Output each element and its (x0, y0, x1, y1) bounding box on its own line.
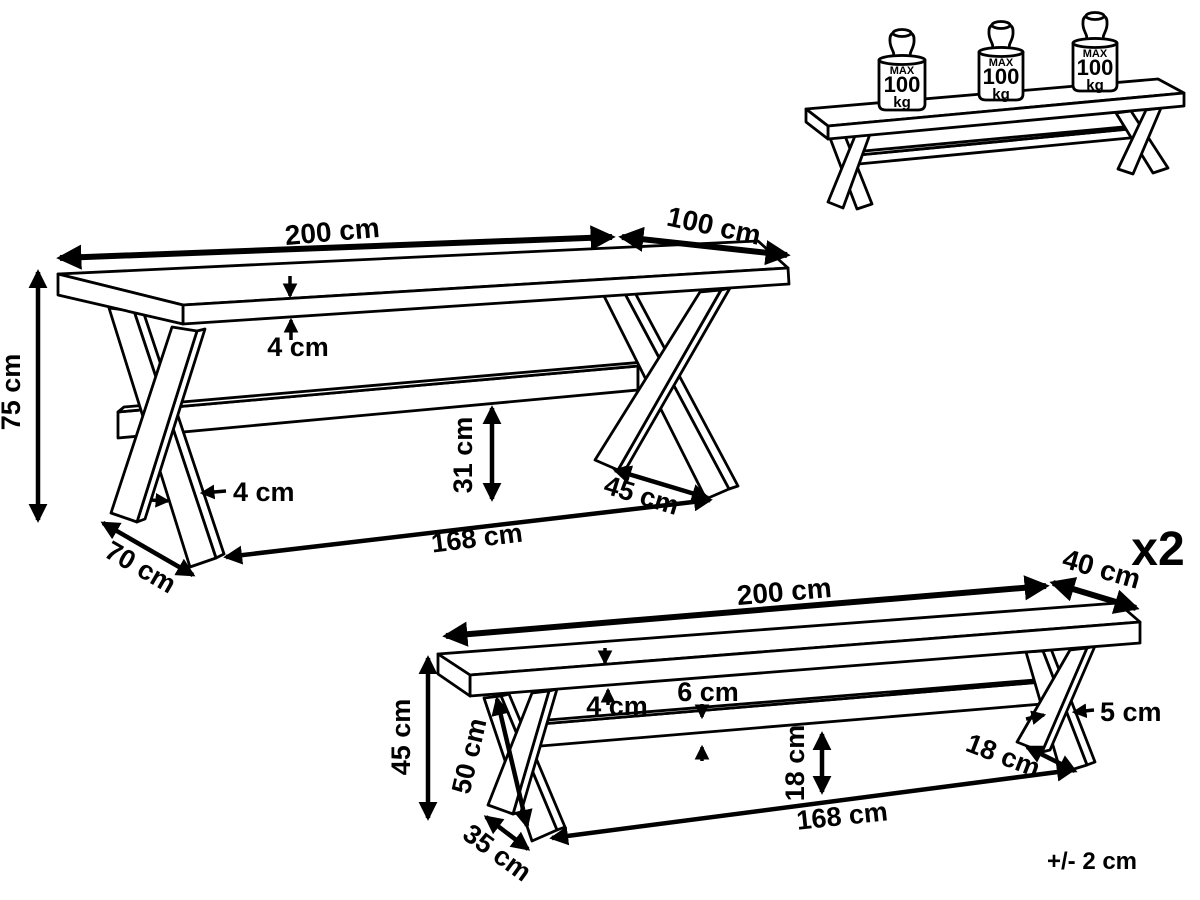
dim-table-stretcher-height: 31 cm (448, 405, 502, 502)
weight-3-rim (1071, 37, 1119, 49)
dim-bench-seat-thickness: 4 cm (586, 648, 648, 721)
dim-bench-leg-thickness: 5 cm (1025, 697, 1162, 727)
dim-bench-stretcher-thickness: 6 cm (677, 677, 739, 761)
dim-bench-leg-length-arrow (491, 696, 533, 829)
weight-1-value: 100 (884, 72, 921, 97)
bench-quantity-badge: x2 (1131, 523, 1184, 576)
dim-bench-base-span: 168 cm (549, 762, 1076, 846)
weight-3-knob-cap (1084, 11, 1106, 21)
weight-1-knob-cap (891, 28, 913, 38)
dim-bench-ground-clearance: 18 cm (780, 725, 832, 802)
dim-table-base-span-label: 168 cm (430, 518, 525, 559)
dim-bench-length: 200 cm (442, 572, 1050, 647)
weight-1-rim (877, 54, 927, 66)
dim-table-base-span: 168 cm (223, 492, 713, 565)
bench-diagram: 200 cm 40 cm 45 cm 50 cm 4 cm 6 cm 18 cm (386, 523, 1185, 887)
weight-2: MAX 100 kg (977, 20, 1025, 103)
dim-bench-ground-clearance-label: 18 cm (780, 725, 810, 802)
dim-table-leg-thickness-label: 4 cm (233, 477, 295, 507)
weight-1-unit: kg (893, 94, 911, 111)
dim-table-length: 200 cm (56, 212, 616, 270)
dim-bench-leg-thickness-arrow-right (1025, 710, 1047, 725)
dim-table-height: 75 cm (0, 269, 48, 523)
capacity-illustration: MAX 100 kg MAX 100 kg MAX 100 kg (804, 11, 1186, 211)
dim-bench-base-depth-label: 35 cm (458, 818, 538, 887)
weight-1-max-label: MAX (890, 65, 915, 77)
tolerance-note: +/- 2 cm (1047, 848, 1137, 875)
dim-bench-length-arrow (442, 575, 1050, 647)
dim-bench-height-label: 45 cm (386, 699, 416, 776)
capacity-bench-seat-left (804, 107, 830, 141)
weight-2-rim (977, 46, 1025, 58)
table-diagram: 200 cm 100 cm 75 cm 4 cm 31 cm 4 cm 45 c… (0, 201, 791, 599)
dim-table-leg-thickness-arrow-left (199, 484, 227, 500)
dim-table-foot-length: 45 cm (601, 465, 711, 521)
dim-table-top-thickness: 4 cm (267, 276, 329, 362)
weight-2-value: 100 (983, 64, 1020, 89)
dim-bench-height: 45 cm (386, 655, 438, 821)
dim-table-base-span-arrow (223, 492, 713, 565)
dim-table-stretcher-height-label: 31 cm (448, 417, 478, 494)
dim-bench-leg-thickness-arrow-left (1071, 703, 1095, 719)
weight-1: MAX 100 kg (877, 28, 927, 112)
dim-table-base-depth-arrow (100, 521, 196, 577)
weight-3-max-label: MAX (1083, 48, 1108, 60)
dim-table-leg-thickness-arrow-right (149, 492, 171, 508)
dim-bench-seat-thickness-label: 4 cm (586, 691, 648, 721)
dim-bench-base-span-arrow (549, 762, 1076, 846)
weight-2-knob-cap (990, 20, 1012, 30)
dim-bench-base-depth: 35 cm (458, 815, 538, 887)
dim-bench-base-depth-arrow (483, 815, 531, 851)
dim-table-height-label: 75 cm (0, 354, 26, 431)
dim-bench-depth-arrow (1049, 577, 1140, 614)
table-top-left (56, 272, 185, 326)
dim-table-length-arrow (56, 225, 616, 270)
weight-3-unit: kg (1086, 77, 1104, 94)
dim-table-top-thickness-label: 4 cm (267, 332, 329, 362)
weight-3: MAX 100 kg (1071, 11, 1119, 94)
table-drawing (56, 239, 791, 569)
weight-2-max-label: MAX (989, 57, 1014, 69)
dim-table-depth-arrow (618, 226, 791, 266)
dim-bench-leg-thickness-label: 5 cm (1100, 697, 1162, 727)
dim-bench-stretcher-thickness-label: 6 cm (677, 677, 739, 707)
weight-3-value: 100 (1077, 55, 1114, 80)
bench-seat-left (436, 652, 472, 698)
dim-bench-leg-length-label: 50 cm (446, 715, 492, 796)
weight-2-unit: kg (992, 86, 1010, 103)
